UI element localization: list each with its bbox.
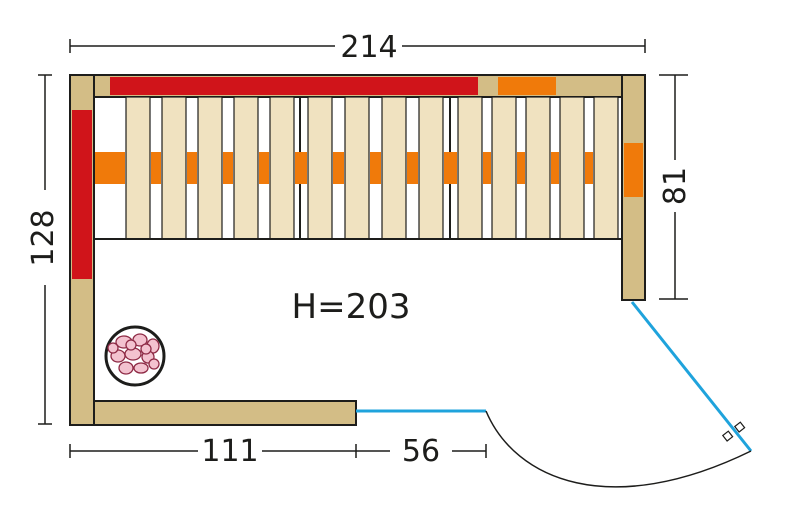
stove-stone	[148, 358, 160, 370]
bench-slat	[559, 96, 585, 240]
stove-stone	[140, 343, 152, 355]
stove-stone	[118, 361, 134, 375]
bench-slat	[307, 96, 333, 240]
bench-slat	[161, 96, 187, 240]
infrared-panel-top-small	[498, 77, 556, 95]
dimension-right: 81	[658, 74, 693, 300]
bench-heater-strip	[407, 152, 418, 184]
bench-slat	[381, 96, 407, 240]
door-swing-arc	[485, 410, 752, 488]
glass-door[interactable]	[630, 301, 753, 452]
bench-heater-strip	[517, 152, 525, 184]
bench-heater-strip	[333, 152, 344, 184]
bench-heater-strip	[259, 152, 269, 184]
ceiling-height-label: H=203	[292, 287, 411, 327]
bench-heater-strip	[585, 152, 593, 184]
bench-heater-strip	[223, 152, 233, 184]
bench-slat	[525, 96, 551, 240]
bench-heater-strip	[444, 152, 457, 184]
dimension-bottom: 111 56	[69, 434, 487, 469]
bench-slat	[418, 96, 444, 240]
bench-heater-strip	[370, 152, 381, 184]
bench-heater-strip	[187, 152, 197, 184]
bench-slat	[491, 96, 517, 240]
dimension-label-width: 214	[340, 30, 397, 65]
bench-slats	[125, 96, 619, 240]
bench-slat	[233, 96, 259, 240]
bench-slat	[197, 96, 223, 240]
bench-heater-strip	[295, 152, 307, 184]
stove-stone	[107, 342, 119, 354]
door-hinge-bottom	[721, 430, 734, 442]
dimension-label-door: 56	[402, 434, 440, 469]
bench-heater-strip	[151, 152, 161, 184]
stove-stone	[125, 339, 137, 351]
door-hinge-top	[733, 421, 746, 433]
bench-slat	[269, 96, 295, 240]
sauna-stove-icon	[104, 325, 166, 387]
bench	[93, 96, 623, 240]
bench-heater-strip	[483, 152, 491, 184]
bench-slat	[593, 96, 619, 240]
wall-bottom	[93, 400, 357, 426]
dimension-label-depth-left: 128	[26, 209, 61, 266]
stove-stone	[133, 362, 149, 374]
infrared-panel-left	[72, 110, 92, 279]
bench-slat	[125, 96, 151, 240]
bench-slat	[457, 96, 483, 240]
bench-heater-strip	[95, 152, 125, 184]
infrared-panel-top	[110, 77, 478, 95]
dimension-top: 214	[69, 30, 646, 65]
dimension-left: 128	[26, 74, 61, 425]
bench-slat	[344, 96, 370, 240]
bench-heaters	[95, 152, 593, 184]
bench-heater-strip	[551, 152, 559, 184]
infrared-panel-right	[624, 143, 643, 197]
dimension-label-depth-right: 81	[658, 167, 693, 205]
dimension-label-wall: 111	[201, 434, 258, 469]
